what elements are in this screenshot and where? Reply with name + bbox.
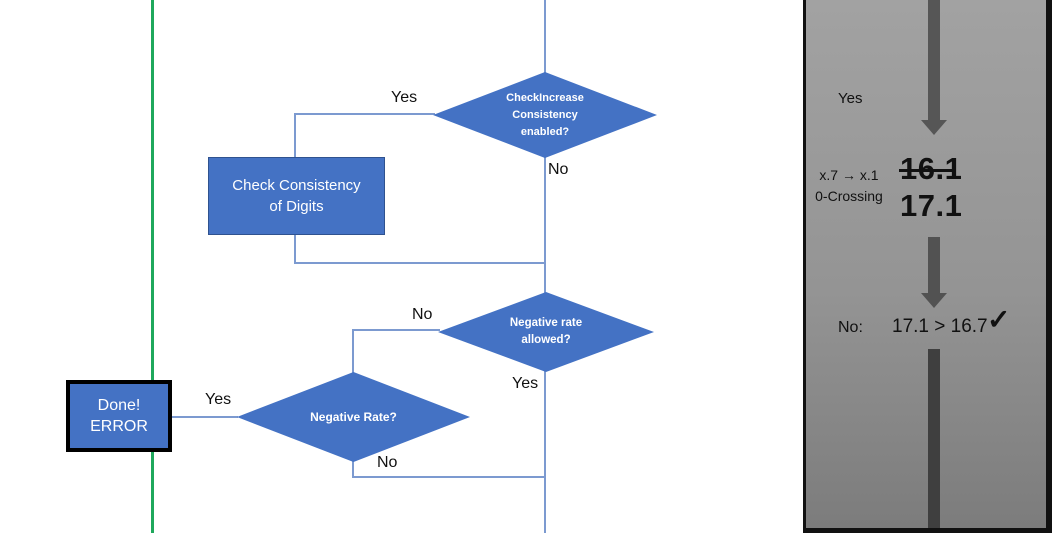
comparison-text: 17.1 > 16.7: [892, 316, 988, 337]
panel-yes-label: Yes: [838, 90, 863, 107]
connector-yes2-vertical: [544, 371, 546, 533]
branch-label-yes-1: Yes: [391, 89, 418, 106]
decision-label: Negative Rate?: [310, 410, 397, 424]
connector-no2-horizontal: [352, 329, 440, 331]
connector-no2-vertical: [352, 329, 354, 373]
connector-no1-vertical: [544, 157, 546, 293]
value-comparison-block: 16.1 17.1: [899, 150, 963, 224]
old-value: 16.1: [899, 150, 963, 187]
rule-annotation: x.7 → x.1 0-Crossing: [806, 165, 892, 207]
down-arrow-1-head-icon: [921, 120, 947, 135]
process-label-line2: of Digits: [269, 198, 324, 215]
decision-check-increase-consistency: CheckIncrease Consistency enabled?: [433, 72, 657, 158]
green-guide-line: [151, 0, 154, 533]
decision-label: Negative rate allowed?: [509, 317, 583, 346]
branch-label-no-1: No: [548, 161, 569, 178]
annotation-panel: Yes x.7 → x.1 0-Crossing 16.1 17.1 No: 1…: [803, 0, 1052, 533]
branch-label-yes-3: Yes: [205, 391, 232, 408]
decision-negative-rate-allowed: Negative rate allowed?: [438, 292, 654, 372]
connector-process-down-vertical: [294, 233, 296, 264]
connector-no3-horizontal: [352, 476, 546, 478]
down-arrow-1-shaft: [928, 0, 940, 120]
decision-label: CheckIncrease Consistency enabled?: [506, 91, 584, 138]
connector-no3-vertical: [352, 461, 354, 478]
checkmark-icon: ✓: [987, 304, 1011, 335]
rule-line1: x.7 → x.1: [819, 167, 879, 183]
process-check-consistency-of-digits: Check Consistency of Digits: [208, 157, 385, 235]
connector-yes3-horizontal: [172, 416, 238, 418]
down-arrow-2-head-icon: [921, 293, 947, 308]
branch-label-no-2: No: [412, 306, 433, 323]
done-label-line2: ERROR: [90, 418, 148, 435]
connector-top-vertical: [544, 0, 546, 73]
rule-line2: 0-Crossing: [815, 188, 883, 204]
result-label: No:: [838, 319, 863, 336]
decision-negative-rate: Negative Rate?: [237, 372, 470, 462]
connector-process-return-horizontal: [294, 262, 546, 264]
branch-label-yes-2: Yes: [512, 375, 539, 392]
strikethrough-line: [899, 169, 953, 172]
new-value: 17.1: [900, 187, 962, 224]
old-value-text: 16.1: [900, 151, 963, 186]
process-label-line1: Check Consistency: [232, 177, 361, 194]
connector-yes1-horizontal: [295, 113, 435, 115]
down-arrow-2-shaft: [928, 237, 940, 293]
new-value-text: 17.1: [900, 188, 963, 223]
branch-label-no-3: No: [377, 454, 398, 471]
down-arrow-3-shaft: [928, 349, 940, 528]
connector-yes1-vertical: [294, 113, 296, 158]
done-label-line1: Done!: [97, 397, 141, 414]
terminator-done-error: Done! ERROR: [66, 380, 172, 452]
